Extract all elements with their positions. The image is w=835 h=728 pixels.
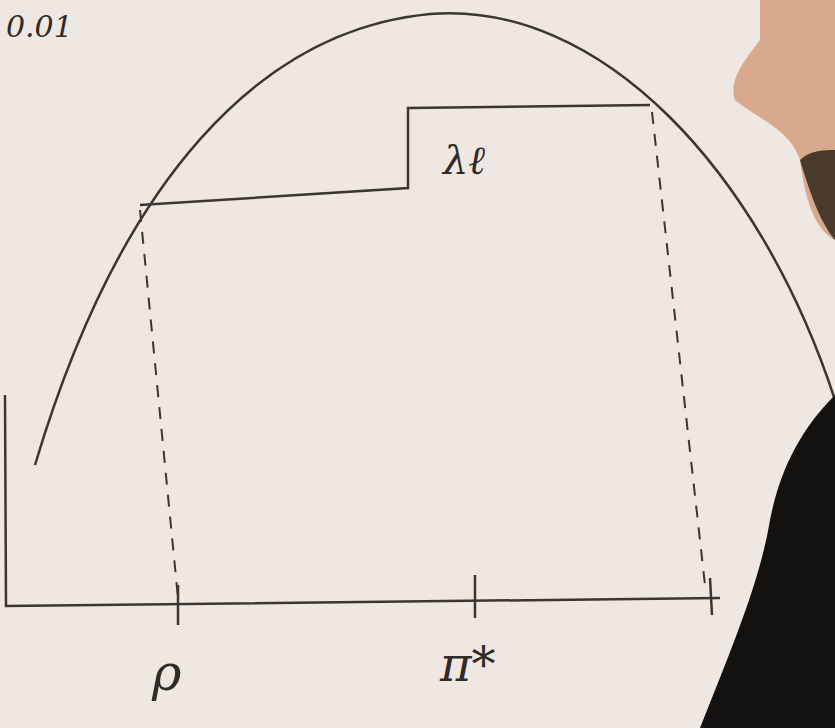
axis-label: π* (440, 640, 496, 688)
dashed-line (652, 112, 705, 585)
axis-label: 0.01 (6, 12, 73, 42)
person-beard (800, 150, 835, 240)
person-jacket (700, 395, 835, 728)
axis-label: λℓ (443, 140, 485, 180)
step-function (140, 105, 650, 205)
dashed-line (140, 210, 178, 598)
curve (35, 13, 835, 465)
axes (5, 395, 720, 606)
tick-marks (178, 575, 712, 625)
person-face (733, 0, 835, 240)
axis-label: ρ (152, 648, 181, 698)
